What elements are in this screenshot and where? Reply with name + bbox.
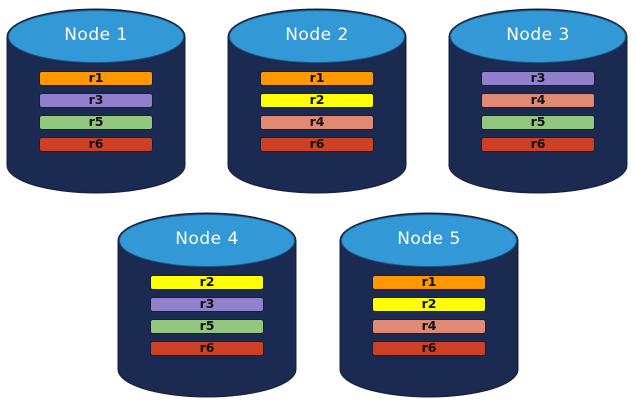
replica-bar-r1[interactable]: r1: [371, 274, 487, 290]
cylinder-top-icon: Node 2: [229, 10, 405, 63]
replica-bar-r6[interactable]: r6: [149, 340, 265, 356]
replica-bar-r4[interactable]: r4: [480, 92, 596, 108]
replica-label: r2: [309, 92, 325, 108]
cylinder-top-icon: Node 4: [119, 214, 295, 267]
cylinder-top-icon: Node 3: [450, 10, 626, 63]
database-node-4[interactable]: Node 4 r2 r3 r5 r6: [119, 214, 295, 396]
replica-list: r2 r3 r5 r6: [149, 274, 265, 356]
replica-label: r6: [199, 340, 215, 356]
replica-bar-r5[interactable]: r5: [149, 318, 265, 334]
replica-bar-r6[interactable]: r6: [480, 136, 596, 152]
replica-bar-r4[interactable]: r4: [371, 318, 487, 334]
replica-label: r5: [530, 114, 546, 130]
replica-label: r6: [530, 136, 546, 152]
database-node-2[interactable]: Node 2 r1 r2 r4 r6: [229, 10, 405, 192]
replica-label: r4: [421, 318, 437, 334]
replica-bar-r1[interactable]: r1: [38, 70, 154, 86]
replica-bar-r2[interactable]: r2: [371, 296, 487, 312]
database-node-5[interactable]: Node 5 r1 r2 r4 r6: [341, 214, 517, 396]
replica-label: r6: [88, 136, 104, 152]
node-label: Node 5: [397, 229, 461, 250]
replica-label: r5: [199, 318, 215, 334]
node-label: Node 3: [506, 25, 570, 46]
replica-label: r3: [530, 70, 546, 86]
replica-list: r1 r3 r5 r6: [38, 70, 154, 152]
replica-bar-r6[interactable]: r6: [38, 136, 154, 152]
replica-list: r1 r2 r4 r6: [371, 274, 487, 356]
cylinder-top-icon: Node 1: [8, 10, 184, 63]
replica-bar-r2[interactable]: r2: [259, 92, 375, 108]
replica-label: r3: [199, 296, 215, 312]
replica-label: r4: [309, 114, 325, 130]
replica-bar-r5[interactable]: r5: [480, 114, 596, 130]
replica-label: r5: [88, 114, 104, 130]
node-label: Node 1: [64, 25, 128, 46]
replica-bar-r1[interactable]: r1: [259, 70, 375, 86]
replica-label: r2: [421, 296, 437, 312]
replica-label: r4: [530, 92, 546, 108]
replica-label: r1: [88, 70, 104, 86]
cylinder-top-icon: Node 5: [341, 214, 517, 267]
replica-label: r2: [199, 274, 215, 290]
replica-list: r3 r4 r5 r6: [480, 70, 596, 152]
replica-label: r1: [421, 274, 437, 290]
database-node-3[interactable]: Node 3 r3 r4 r5 r6: [450, 10, 626, 192]
replica-label: r6: [421, 340, 437, 356]
database-node-1[interactable]: Node 1 r1 r3 r5 r6: [8, 10, 184, 192]
replica-bar-r3[interactable]: r3: [480, 70, 596, 86]
replica-label: r3: [88, 92, 104, 108]
replica-bar-r3[interactable]: r3: [149, 296, 265, 312]
replica-bar-r6[interactable]: r6: [371, 340, 487, 356]
node-label: Node 2: [285, 25, 349, 46]
replica-bar-r6[interactable]: r6: [259, 136, 375, 152]
node-label: Node 4: [175, 229, 239, 250]
replica-label: r6: [309, 136, 325, 152]
replica-bar-r3[interactable]: r3: [38, 92, 154, 108]
replica-bar-r4[interactable]: r4: [259, 114, 375, 130]
replica-bar-r5[interactable]: r5: [38, 114, 154, 130]
replica-bar-r2[interactable]: r2: [149, 274, 265, 290]
replica-list: r1 r2 r4 r6: [259, 70, 375, 152]
replica-label: r1: [309, 70, 325, 86]
